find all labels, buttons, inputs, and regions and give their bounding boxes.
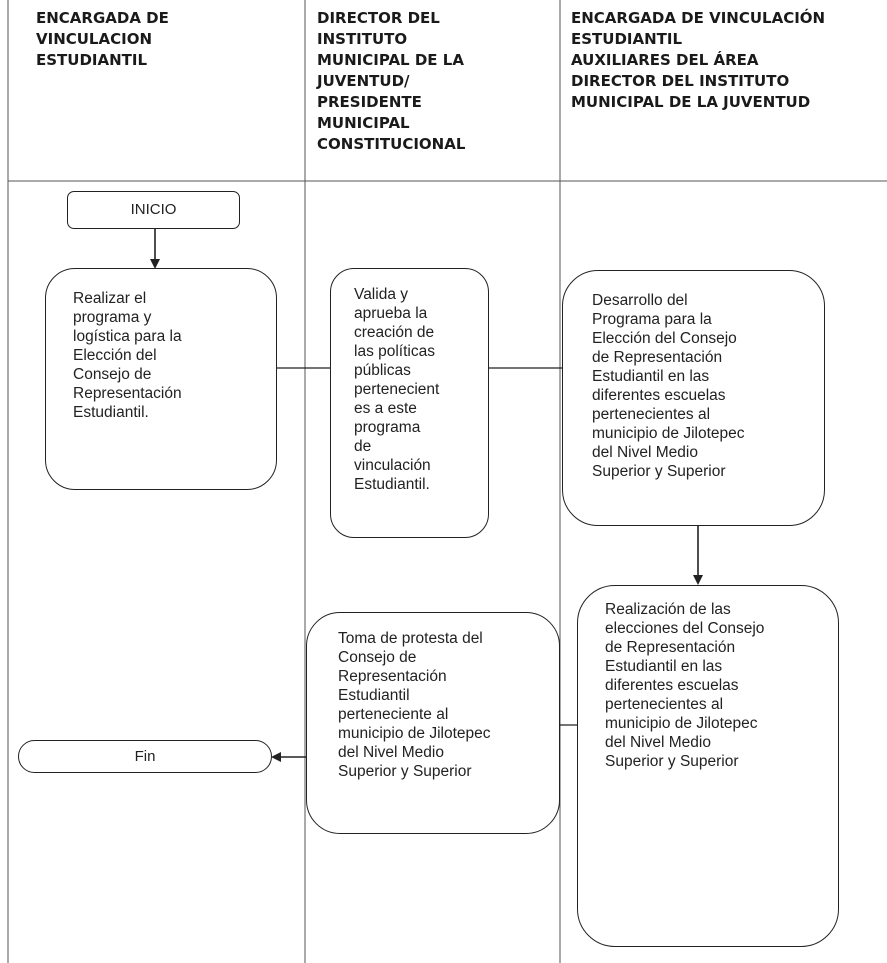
- process-desarrollo: Desarrollo del Programa para la Elección…: [562, 270, 825, 526]
- process-realizacion: Realización de las elecciones del Consej…: [577, 585, 839, 947]
- lane-header-encargada: ENCARGADA DE VINCULACION ESTUDIANTIL: [36, 9, 169, 69]
- start-terminal: INICIO: [67, 191, 240, 229]
- process-valida: Valida y aprueba la creación de las polí…: [330, 268, 489, 538]
- lane-header-auxiliares: ENCARGADA DE VINCULACIÓN ESTUDIANTIL AUX…: [571, 9, 826, 111]
- end-terminal: Fin: [18, 740, 272, 773]
- lane-header-director: DIRECTOR DEL INSTITUTO MUNICIPAL DE LA J…: [317, 9, 466, 153]
- process-realizar: Realizar el programa y logística para la…: [45, 268, 277, 490]
- process-toma: Toma de protesta del Consejo de Represen…: [306, 612, 560, 834]
